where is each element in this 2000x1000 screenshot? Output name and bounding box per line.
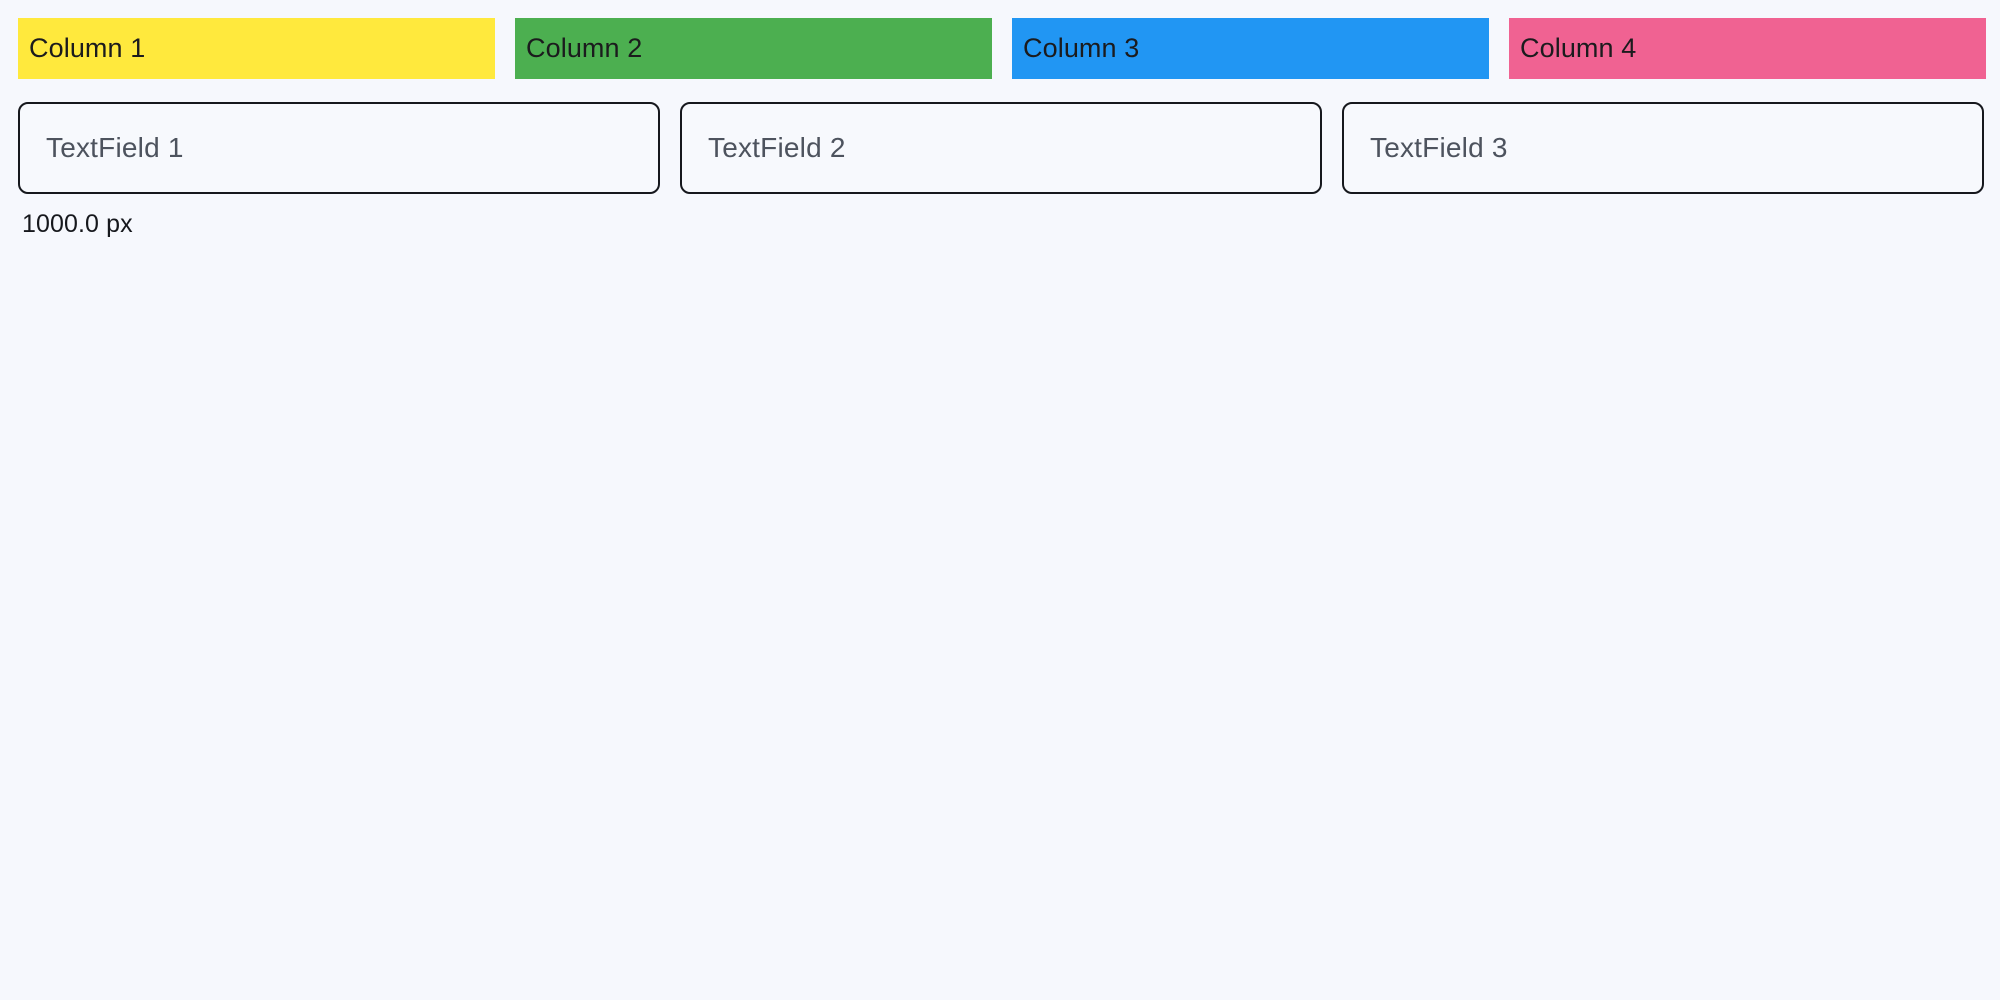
columns-row: Column 1 Column 2 Column 3 Column 4 bbox=[0, 0, 2000, 79]
width-measurement-label: 1000.0 px bbox=[22, 210, 133, 238]
textfield-1-placeholder: TextField 1 bbox=[46, 132, 184, 163]
column-block-2-label: Column 2 bbox=[526, 33, 643, 63]
textfield-2-placeholder: TextField 2 bbox=[708, 132, 846, 163]
textfield-3-placeholder: TextField 3 bbox=[1370, 132, 1508, 163]
column-block-1-label: Column 1 bbox=[29, 33, 146, 63]
textfields-row: TextField 1 TextField 2 TextField 3 bbox=[0, 79, 2000, 194]
column-block-3-label: Column 3 bbox=[1023, 33, 1140, 63]
column-block-2[interactable]: Column 2 bbox=[515, 18, 992, 79]
column-block-4[interactable]: Column 4 bbox=[1509, 18, 1986, 79]
column-block-1[interactable]: Column 1 bbox=[18, 18, 495, 79]
column-block-4-label: Column 4 bbox=[1520, 33, 1637, 63]
column-block-3[interactable]: Column 3 bbox=[1012, 18, 1489, 79]
textfield-3[interactable]: TextField 3 bbox=[1342, 102, 1984, 194]
textfield-1[interactable]: TextField 1 bbox=[18, 102, 660, 194]
status-row: 1000.0 px bbox=[0, 194, 2000, 237]
textfield-2[interactable]: TextField 2 bbox=[680, 102, 1322, 194]
